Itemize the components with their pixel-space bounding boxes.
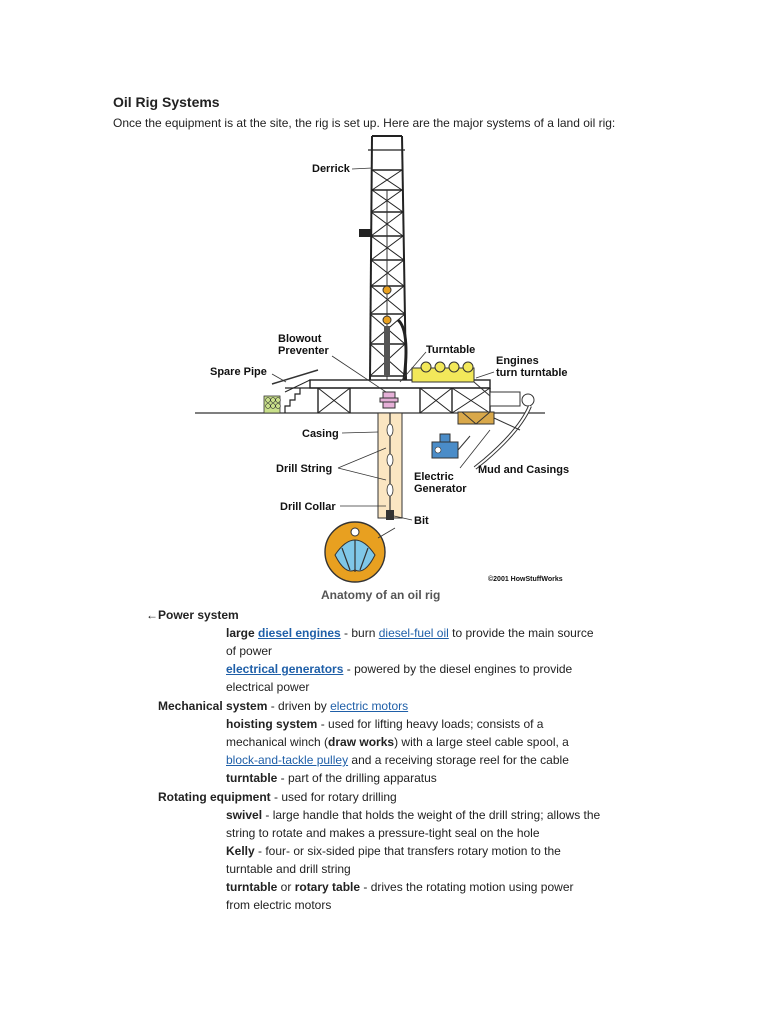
text-hoist-l3: and a receiving storage reel for the cab…: [348, 753, 569, 767]
rotating-equipment-heading: Rotating equipment - used for rotary dri…: [158, 788, 397, 806]
term-large: large: [226, 626, 259, 640]
label-spare-pipe: Spare Pipe: [210, 366, 267, 378]
spare-pipe-rack: [263, 369, 319, 414]
mechanical-item-hoisting-cont: mechanical winch (draw works) with a lar…: [226, 733, 569, 751]
copyright-note: ©2001 HowStuffWorks: [488, 575, 563, 583]
link-electrical-generators[interactable]: electrical generators: [226, 662, 344, 676]
well-bore: [377, 412, 403, 520]
intro-text: Once the equipment is at the site, the r…: [113, 116, 616, 130]
mechanical-system-heading: Mechanical system - driven by electric m…: [158, 697, 408, 715]
drill-bit: [324, 521, 386, 583]
power-system-heading: ←Power system: [146, 608, 239, 622]
term-kelly: Kelly: [226, 844, 255, 858]
leader-lines: [271, 167, 495, 539]
rotating-item-swivel: swivel - large handle that holds the wei…: [226, 806, 600, 824]
link-block-and-tackle-pulley[interactable]: block-and-tackle pulley: [226, 753, 349, 767]
text-turntable-rest: - part of the drilling apparatus: [277, 771, 437, 785]
text-rotary-rest: - drives the rotating motion using power: [360, 880, 574, 894]
blowout-preventer: [379, 391, 399, 409]
derrick-tower: [359, 135, 407, 381]
term-rotating-equipment: Rotating equipment: [158, 790, 271, 804]
text-driven-by: - driven by: [267, 699, 331, 713]
label-derrick: Derrick: [312, 163, 351, 175]
text-rotating-rest: - used for rotary drilling: [270, 790, 397, 804]
power-item-diesel-cont: of power: [226, 644, 273, 658]
text-kelly-rest: - four- or six-sided pipe that transfers…: [254, 844, 561, 858]
power-item-generators-cont: electrical power: [226, 680, 310, 694]
label-mud-casings: Mud and Casings: [478, 464, 569, 476]
oil-rig-diagram: Derrick Blowout Preventer Turntable Engi…: [190, 130, 580, 605]
text-hoist-rest: - used for lifting heavy loads; consists…: [317, 717, 544, 731]
label-electric-1: Electric: [414, 471, 454, 483]
engines-unit: [411, 361, 535, 407]
link-diesel-fuel-oil[interactable]: diesel-fuel oil: [378, 626, 449, 640]
label-drill-collar: Drill Collar: [280, 501, 336, 513]
text-gen-rest: - powered by the diesel engines to provi…: [343, 662, 573, 676]
text-burn: - burn: [340, 626, 379, 640]
term-turntable: turntable: [226, 771, 278, 785]
rotating-item-rotary-table-cont: from electric motors: [226, 898, 332, 912]
term-swivel: swivel: [226, 808, 263, 822]
rotating-item-kelly-cont: turntable and drill string: [226, 862, 351, 876]
link-diesel-engines[interactable]: diesel engines: [258, 626, 341, 640]
rotating-item-rotary-table: turntable or rotary table - drives the r…: [226, 878, 574, 896]
term-rotary-table: rotary table: [294, 880, 361, 894]
term-mechanical-system: Mechanical system: [158, 699, 268, 713]
text-fuel-rest: to provide the main source: [448, 626, 594, 640]
power-item-diesel: large diesel engines - burn diesel-fuel …: [226, 624, 594, 642]
rig-floor: [284, 379, 491, 414]
label-turntable: Turntable: [426, 344, 475, 356]
label-engines-1: Engines: [496, 355, 539, 367]
label-blowout-2: Preventer: [278, 345, 329, 357]
page-title: Oil Rig Systems: [113, 94, 220, 110]
label-bit: Bit: [414, 515, 429, 527]
link-electric-motors[interactable]: electric motors: [330, 699, 409, 713]
term-turntable-2: turntable: [226, 880, 278, 894]
term-draw-works: draw works: [328, 735, 395, 749]
power-item-generators: electrical generators - powered by the d…: [226, 660, 572, 678]
label-engines-2: turn turntable: [496, 367, 568, 379]
mud-system: [457, 405, 532, 470]
electric-generator: [431, 433, 471, 459]
label-drill-string: Drill String: [276, 463, 332, 475]
rotating-item-kelly: Kelly - four- or six-sided pipe that tra…: [226, 842, 561, 860]
label-blowout-1: Blowout: [278, 333, 322, 345]
text-hoist-l2b: ) with a large steel cable spool, a: [394, 735, 569, 749]
text-or: or: [277, 880, 295, 894]
label-electric-2: Generator: [414, 483, 467, 495]
label-casing: Casing: [302, 428, 339, 440]
figure-caption: Anatomy of an oil rig: [321, 588, 440, 602]
term-hoisting-system: hoisting system: [226, 717, 318, 731]
mechanical-item-hoisting-cont2: block-and-tackle pulley and a receiving …: [226, 751, 569, 769]
text-swivel-rest: - large handle that holds the weight of …: [262, 808, 601, 822]
rotating-item-swivel-cont: string to rotate and makes a pressure-ti…: [226, 826, 540, 840]
kelly-assembly: [382, 190, 408, 381]
mechanical-item-turntable: turntable - part of the drilling apparat…: [226, 769, 437, 787]
text-hoist-l2a: mechanical winch (: [226, 735, 329, 749]
mechanical-item-hoisting: hoisting system - used for lifting heavy…: [226, 715, 543, 733]
